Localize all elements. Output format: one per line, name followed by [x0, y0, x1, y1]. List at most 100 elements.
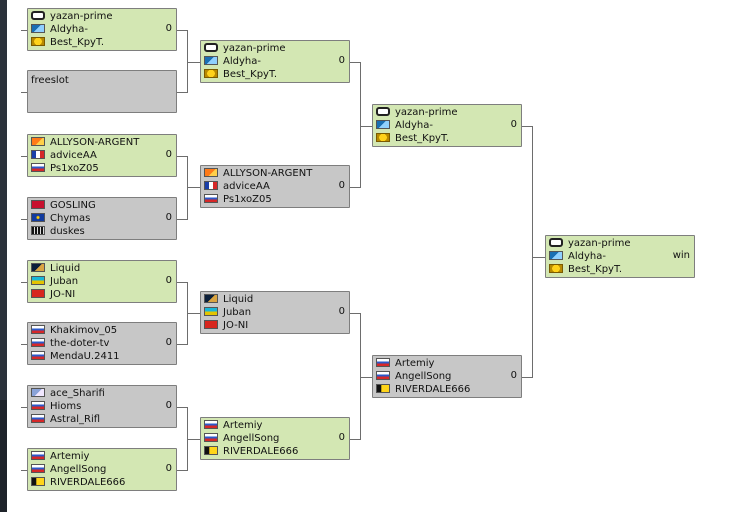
ru-flag-icon: [31, 414, 45, 423]
player-name: Hioms: [50, 401, 82, 412]
player-name: duskes: [50, 226, 85, 237]
player-row: yazan-prime: [31, 10, 173, 23]
player-row: duskes: [31, 225, 173, 238]
player-name: AngellSong: [50, 464, 107, 475]
player-row: ace_Sharifi: [31, 387, 173, 400]
connector-line: [350, 62, 360, 63]
skull-icon: [31, 226, 45, 235]
player-row: yazan-prime: [376, 106, 518, 119]
player-row: JO-NI: [204, 319, 346, 332]
ru-flag-icon: [31, 464, 45, 473]
connector-line: [522, 126, 532, 127]
smiley-icon: [549, 264, 563, 273]
orange-icon: [31, 137, 45, 146]
connector-line: [532, 126, 533, 378]
liquid-icon: [31, 263, 45, 272]
connector-line: [177, 407, 187, 408]
player-name: RIVERDALE666: [395, 384, 471, 395]
liquid-icon: [204, 294, 218, 303]
white-square-icon: [31, 11, 45, 20]
connector-stub: [194, 187, 200, 188]
player-row: GOSLING: [31, 199, 173, 212]
player-name: Best_KpyT.: [223, 69, 278, 80]
connector-stub: [21, 92, 27, 93]
player-row: Best_KpyT.: [204, 68, 346, 81]
connector-line: [177, 282, 187, 283]
connector-stub: [21, 344, 27, 345]
match-score: 0: [510, 370, 517, 381]
connector-line: [177, 219, 187, 220]
connector-line: [187, 156, 188, 220]
player-name: adviceAA: [223, 181, 270, 192]
connector-stub: [21, 219, 27, 220]
player-name: Khakimov_05: [50, 325, 118, 336]
player-row: Chymas: [31, 212, 173, 225]
connector-line: [187, 439, 194, 440]
match-score: 0: [165, 400, 172, 411]
connector-stub: [21, 30, 27, 31]
player-name: yazan-prime: [50, 11, 113, 22]
connector-stub: [21, 156, 27, 157]
connector-line: [177, 156, 187, 157]
orange-icon: [204, 168, 218, 177]
player-row: AngellSong: [31, 463, 173, 476]
player-name: freeslot: [31, 75, 69, 86]
connector-line: [187, 30, 188, 93]
player-row: ALLYSON-ARGENT: [31, 136, 173, 149]
player-row: Aldyha-: [31, 23, 173, 36]
connector-line: [532, 257, 539, 258]
window-edge-bottom: [0, 400, 7, 512]
player-name: AngellSong: [223, 433, 280, 444]
player-row: Liquid: [204, 293, 346, 306]
player-name: the-doter-tv: [50, 338, 110, 349]
player-row: Hioms: [31, 400, 173, 413]
player-name: Best_KpyT.: [395, 133, 450, 144]
ru-flag-icon: [31, 163, 45, 172]
fr-flag-icon: [204, 181, 218, 190]
player-row: Juban: [204, 306, 346, 319]
ru-flag-icon: [204, 433, 218, 442]
white-square-icon: [549, 238, 563, 247]
player-name: Best_KpyT.: [50, 37, 105, 48]
sky-flag-icon: [204, 56, 218, 65]
bracket-match[interactable]: freeslot: [27, 70, 177, 113]
player-row: yazan-prime: [549, 237, 691, 250]
connector-line: [177, 92, 187, 93]
match-score: 0: [165, 337, 172, 348]
connector-stub: [194, 439, 200, 440]
player-row: Best_KpyT.: [376, 132, 518, 145]
player-name: JO-NI: [223, 320, 249, 331]
player-name: Juban: [50, 276, 79, 287]
player-row: Best_KpyT.: [549, 263, 691, 276]
connector-stub: [539, 257, 545, 258]
ru-flag-icon: [31, 325, 45, 334]
connector-line: [360, 62, 361, 188]
player-row: adviceAA: [31, 149, 173, 162]
connector-line: [177, 470, 187, 471]
player-row: the-doter-tv: [31, 337, 173, 350]
player-name: Liquid: [223, 294, 254, 305]
navi-icon: [376, 384, 390, 393]
connector-line: [360, 377, 366, 378]
player-row: Aldyha-: [376, 119, 518, 132]
player-name: Aldyha-: [50, 24, 88, 35]
connector-stub: [21, 282, 27, 283]
player-name: Best_KpyT.: [568, 264, 623, 275]
player-row: Artemiy: [31, 450, 173, 463]
player-name: RIVERDALE666: [223, 446, 299, 457]
match-score: 0: [165, 23, 172, 34]
